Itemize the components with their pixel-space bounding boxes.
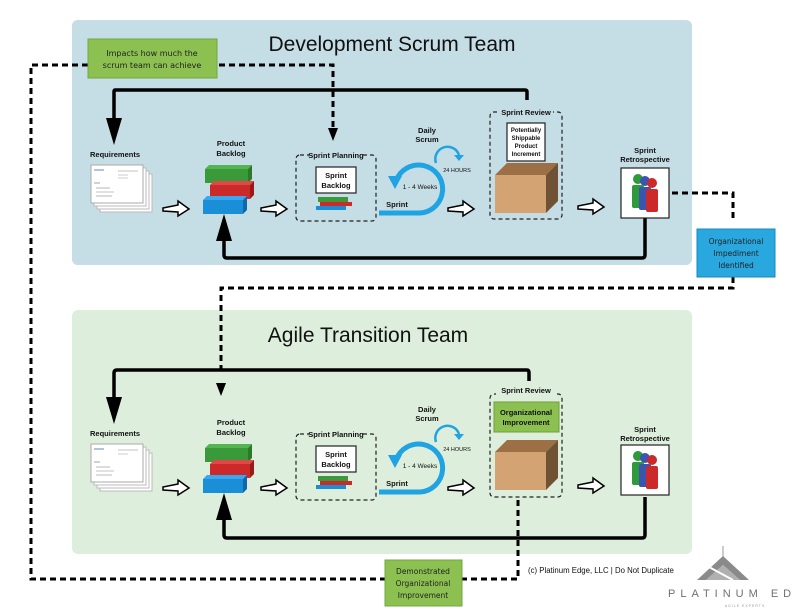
transition-sprint-backlog-label-1: Sprint <box>325 450 347 459</box>
impacts-note <box>87 38 218 79</box>
transition-weeks-label: 1 - 4 Weeks <box>403 463 438 470</box>
transition-arrow-up-backlog <box>216 493 232 520</box>
dev-daily-scrum-label-1: Daily <box>418 126 437 135</box>
transition-product-backlog-label-1: Product <box>217 418 246 427</box>
dev-sprint-label: Sprint <box>386 200 408 209</box>
dev-requirements-label: Requirements <box>90 150 140 159</box>
transition-sprint-backlog-icon <box>316 476 352 489</box>
dev-weeks-label: 1 - 4 Weeks <box>403 184 438 191</box>
dev-flow-arrow-4 <box>577 197 606 216</box>
dev-sprint-review-label: Sprint Review <box>501 108 551 117</box>
dev-feedback-top-line <box>112 88 146 128</box>
transition-improvement-label-1: Organizational <box>500 408 552 417</box>
transition-sprint-label: Sprint <box>386 479 408 488</box>
demonstrated-note <box>384 559 463 607</box>
dev-sprint-cycle-icon <box>379 145 464 216</box>
impediment-note-line-1: Organizational <box>709 237 764 246</box>
transition-improvement-label-2: Improvement <box>502 418 550 427</box>
transition-daily-scrum-label-2: Scrum <box>415 414 439 423</box>
transition-arrow-down-requirements <box>106 397 122 424</box>
transition-flow-arrow-3 <box>447 478 476 497</box>
dev-increment-label-4: Increment <box>512 152 541 158</box>
transition-team-people-icon <box>632 451 658 489</box>
logo-tagline: AGILE EXPERTS <box>725 604 766 608</box>
impediment-note-line-2: Impediment <box>713 249 758 258</box>
dev-24-hours-label: 24 HOURS <box>443 168 471 174</box>
dev-sprint-backlog-box <box>315 166 357 194</box>
transition-flow-arrow-2 <box>260 478 289 497</box>
dev-arrow-up-backlog <box>216 214 232 241</box>
transition-feedback-bottom-line <box>222 497 647 540</box>
dev-team-title: Development Scrum Team <box>268 33 515 56</box>
dev-product-backlog-label-1: Product <box>217 139 246 148</box>
transition-sprint-backlog-label-2: Backlog <box>321 460 351 469</box>
dev-daily-scrum-label-2: Scrum <box>415 135 439 144</box>
transition-product-box-icon <box>495 440 558 490</box>
transition-24-hours-label: 24 HOURS <box>443 447 471 453</box>
dev-feedback-bottom-line <box>222 218 647 260</box>
transition-feedback-top-line <box>112 368 531 405</box>
demonstrated-note-line-3: Improvement <box>398 591 449 600</box>
logo-name: PLATINUM EDGE <box>668 588 792 600</box>
transition-sprint-planning-label: Sprint Planning <box>308 430 364 439</box>
dev-increment-box <box>506 122 546 162</box>
dev-increment-label-2: Shippable <box>512 136 541 142</box>
dev-sprint-backlog-icon <box>316 197 352 210</box>
demonstrated-note-line-1: Demonstrated <box>396 567 450 576</box>
dev-requirements-icon <box>90 164 153 213</box>
dev-increment-label-3: Product <box>515 144 538 150</box>
transition-sprint-review-label: Sprint Review <box>501 386 551 395</box>
dev-flow-arrow-2 <box>260 199 289 218</box>
transition-product-backlog-label-2: Backlog <box>216 428 246 437</box>
impediment-note-line-3: Identified <box>718 261 754 270</box>
dev-flow-arrow-1 <box>162 199 191 218</box>
transition-flow-arrow-4 <box>577 476 606 495</box>
dev-product-box-icon <box>495 163 558 213</box>
dev-increment-label-1: Potentially <box>511 128 542 134</box>
dev-product-backlog-icon <box>203 165 254 214</box>
dev-arrow-down-requirements <box>106 118 122 145</box>
transition-product-backlog-icon <box>203 444 254 493</box>
dev-team-people-icon <box>632 174 658 212</box>
transition-retrospective-label-2: Retrospective <box>620 434 670 443</box>
impacts-note-line-2: scrum team can achieve <box>103 61 202 70</box>
dev-retrospective-label-1: Sprint <box>634 146 656 155</box>
platinum-edge-logo <box>697 546 749 581</box>
dev-product-backlog-label-2: Backlog <box>216 149 246 158</box>
demonstrated-note-line-2: Organizational <box>396 579 451 588</box>
transition-retrospective-label-1: Sprint <box>634 425 656 434</box>
dev-sprint-planning-label: Sprint Planning <box>308 151 364 160</box>
transition-flow-arrow-1 <box>162 478 191 497</box>
dev-sprint-backlog-label-1: Sprint <box>325 171 347 180</box>
dev-sprint-backlog-label-2: Backlog <box>321 181 351 190</box>
transition-sprint-backlog-box <box>315 445 357 473</box>
impacts-note-line-1: Impacts how much the <box>106 49 198 58</box>
dev-flow-arrow-3 <box>447 199 476 218</box>
impact-arrowhead <box>328 128 338 141</box>
impediment-arrowhead <box>216 383 226 396</box>
transition-requirements-icon <box>90 443 153 492</box>
transition-improvement-box <box>493 401 560 433</box>
copyright-text: (c) Platinum Edge, LLC | Do Not Duplicat… <box>528 566 674 575</box>
transition-daily-scrum-label-1: Daily <box>418 405 437 414</box>
impediment-note <box>696 228 776 278</box>
dev-retrospective-label-2: Retrospective <box>620 155 670 164</box>
transition-requirements-label: Requirements <box>90 429 140 438</box>
transition-sprint-cycle-icon <box>379 424 464 495</box>
transition-team-title: Agile Transition Team <box>268 324 468 347</box>
